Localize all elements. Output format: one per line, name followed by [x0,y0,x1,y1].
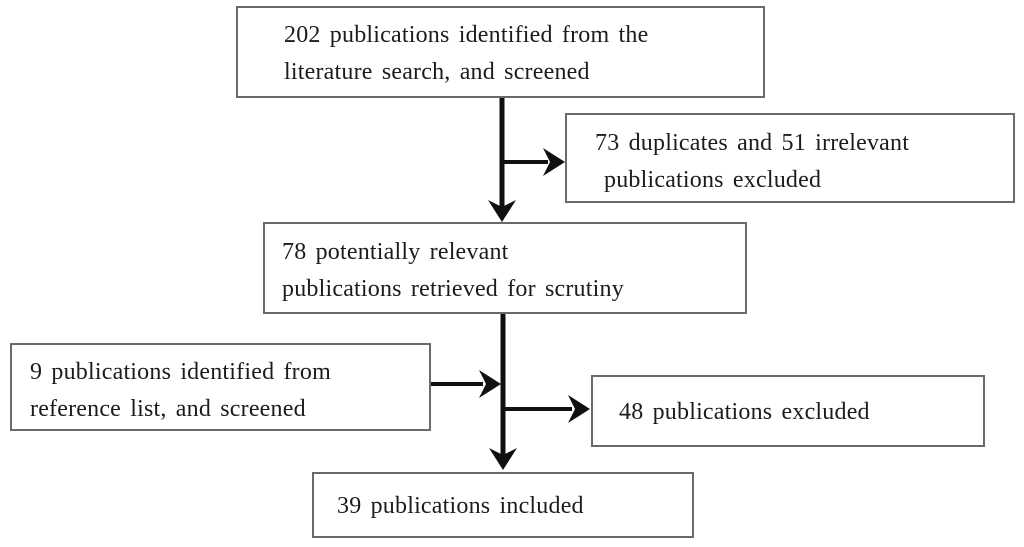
box-reference-text-line1: 9 publications identified from [30,359,331,385]
box-retrieved-text-line1: 78 potentially relevant [282,239,509,265]
arrow-reference-to-flow [431,370,501,398]
box-identified-text-line2: literature search, and screened [284,59,590,85]
box-identified-from-search: 202 publications identified from the lit… [236,6,765,98]
box-retrieved-text-line2: publications retrieved for scrutiny [282,276,624,302]
box-duplicates-text-line1: 73 duplicates and 51 irrelevant [595,130,910,156]
box-identified-text-line1: 202 publications identified from the [284,22,649,48]
arrow-branch-to-duplicates [500,148,565,176]
box-publications-included: 39 publications included [312,472,694,538]
box-reference-text-line2: reference list, and screened [30,396,306,422]
box-excluded-text-line1: 48 publications excluded [619,399,870,425]
box-retrieved-for-scrutiny: 78 potentially relevant publications ret… [263,222,747,314]
box-included-text-line1: 39 publications included [337,493,584,519]
arrow-branch-to-excluded [501,395,590,423]
arrow-retrieved-to-included [489,313,517,470]
box-identified-from-reference-list: 9 publications identified from reference… [10,343,431,431]
box-duplicates-text-line2: publications excluded [604,167,822,193]
box-publications-excluded: 48 publications excluded [591,375,985,447]
arrow-identified-to-retrieved [488,96,516,222]
box-duplicates-excluded: 73 duplicates and 51 irrelevant publicat… [565,113,1015,203]
